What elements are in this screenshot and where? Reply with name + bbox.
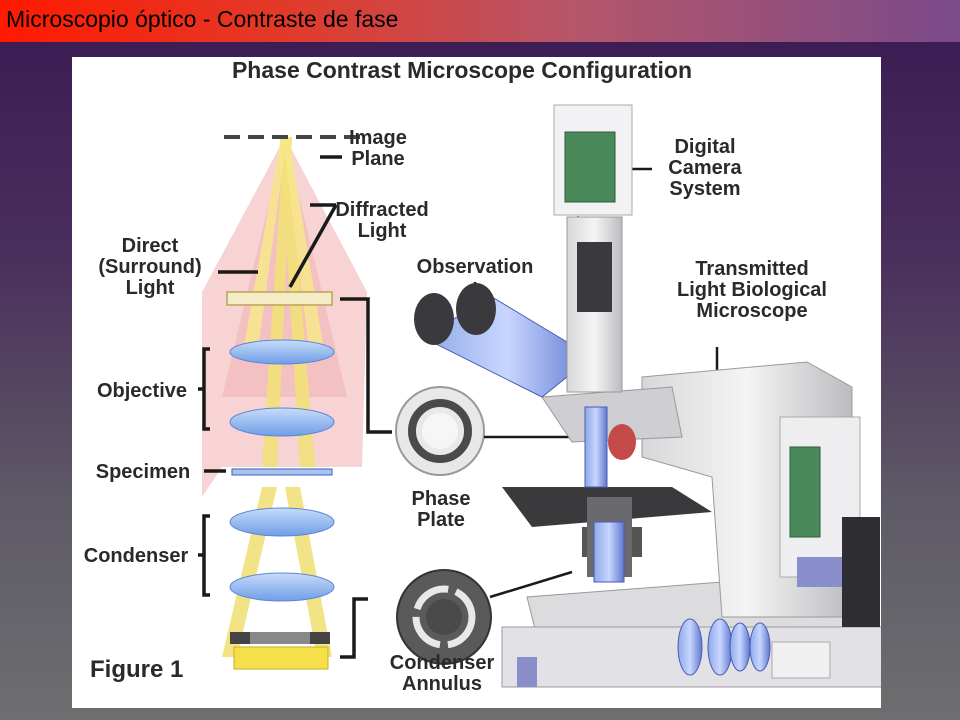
objective-lens-top xyxy=(229,339,335,365)
phase-contrast-diagram xyxy=(198,104,881,688)
light-source xyxy=(233,646,329,670)
figure-heading: Phase Contrast Microscope Configuration xyxy=(231,57,693,83)
slide-title-bar: Microscopio óptico - Contraste de fase xyxy=(0,0,960,42)
figure-number-label: Figure 1 xyxy=(90,656,184,683)
label-observation: Observation xyxy=(416,256,534,278)
left-leader-lines xyxy=(198,155,392,659)
slide-title: Microscopio óptico - Contraste de fase xyxy=(6,6,399,32)
label-diffracted-light: Diffracted Light xyxy=(335,199,429,242)
label-specimen: Specimen xyxy=(95,461,191,483)
microscope-illustration xyxy=(414,104,881,688)
label-digital-camera-system: Digital Camera System xyxy=(668,136,742,200)
condenser-lens-bottom xyxy=(229,572,335,602)
specimen-slide xyxy=(231,468,333,476)
label-condenser-annulus: Condenser Annulus xyxy=(389,652,495,695)
label-image-plane: Image Plane xyxy=(349,127,407,170)
condenser-annulus-disk xyxy=(396,569,492,665)
label-phase-plate: Phase Plate xyxy=(411,488,471,531)
figure-panel: Phase Contrast Microscope Configuration … xyxy=(72,57,881,708)
optical-path xyxy=(202,135,367,670)
label-direct-light: Direct (Surround) Light xyxy=(98,235,202,299)
phase-plate-disk xyxy=(395,386,485,476)
label-transmitted-light-microscope: Transmitted Light Biological Microscope xyxy=(677,258,827,322)
label-condenser: Condenser xyxy=(83,545,189,567)
objective-lens-bottom xyxy=(229,407,335,437)
condenser-lens-top xyxy=(229,507,335,537)
phase-plate-element xyxy=(226,291,333,306)
label-objective: Objective xyxy=(96,380,188,402)
